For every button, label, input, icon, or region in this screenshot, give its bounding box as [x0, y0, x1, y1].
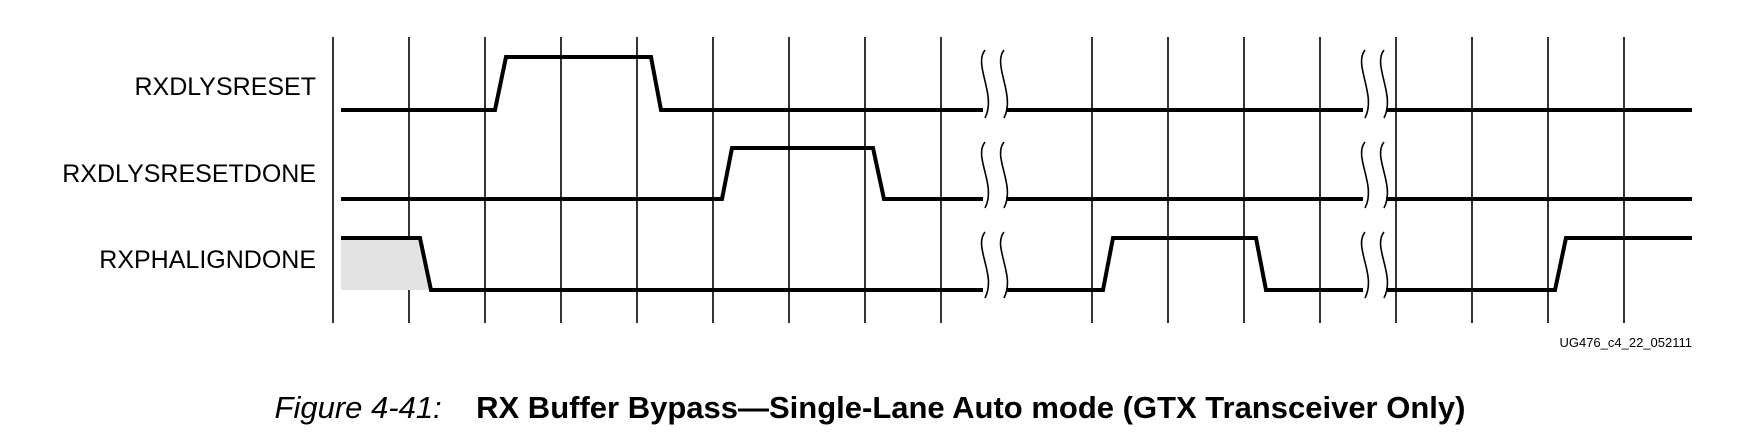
time-break-marker — [980, 49, 1009, 299]
figure-number: Figure 4-41: — [275, 390, 442, 425]
waveform-rxdlysreset — [341, 55, 1692, 112]
waveform-rxdlysresetdone — [341, 146, 1692, 201]
waveform-rxphaligndone — [341, 236, 1692, 292]
document-id: UG476_c4_22_052111 — [1559, 335, 1692, 350]
signal-label-rxphaligndone: RXPHALIGNDONE — [99, 246, 316, 274]
figure-caption: Figure 4-41: RX Buffer Bypass—Single-Lan… — [275, 390, 1466, 425]
figure-title: RX Buffer Bypass—Single-Lane Auto mode (… — [476, 390, 1465, 425]
signal-label-rxdlysresetdone: RXDLYSRESETDONE — [62, 160, 316, 188]
time-break-marker — [1360, 49, 1389, 299]
unknown-state-region — [341, 238, 431, 290]
grid-lines — [332, 37, 1625, 323]
signal-label-rxdlysreset: RXDLYSRESET — [134, 73, 316, 101]
